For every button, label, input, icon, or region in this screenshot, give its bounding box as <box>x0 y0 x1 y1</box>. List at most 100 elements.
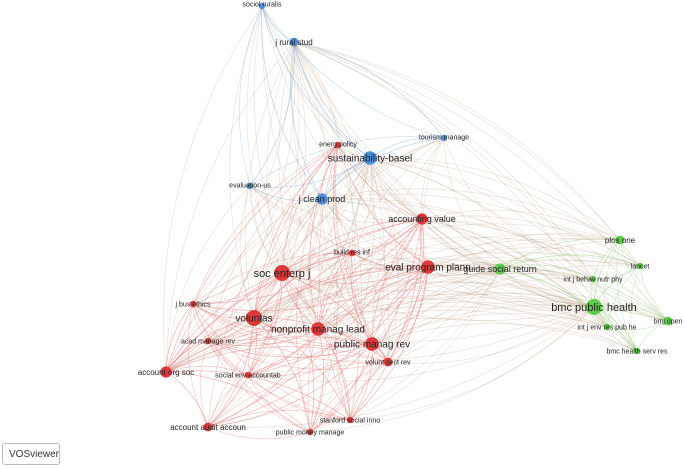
node-label-accountauditaccoun[interactable]: account audit accoun <box>170 423 246 432</box>
network-edge <box>253 297 638 352</box>
network-edge <box>443 137 501 270</box>
network-edge <box>499 254 641 270</box>
node-plosone[interactable] <box>615 235 625 245</box>
network-edge <box>592 278 669 322</box>
node-label-lancet[interactable]: lancet <box>631 263 650 270</box>
network-edge <box>192 303 209 342</box>
node-evalprogramplann[interactable] <box>421 260 435 274</box>
node-voluntas[interactable] <box>246 310 262 326</box>
node-accountorgsoc[interactable] <box>160 366 172 378</box>
node-intjbehavnutrphy[interactable] <box>589 275 597 283</box>
network-edge <box>321 198 353 254</box>
network-edge <box>349 218 423 421</box>
network-edge <box>207 340 249 376</box>
node-label-socenterpj[interactable]: soc enterp j <box>254 268 311 280</box>
node-accountauditaccoun[interactable] <box>203 422 213 432</box>
node-jruralstud[interactable] <box>289 37 299 47</box>
vosviewer-logo-text: VOSviewer <box>9 448 60 460</box>
node-acadmanagerev[interactable] <box>204 337 212 345</box>
node-publicmoneymanage[interactable] <box>306 428 314 436</box>
node-label-sustainabilitybasel[interactable]: sustainability-basel <box>328 154 413 165</box>
node-evaluationus[interactable] <box>246 182 254 190</box>
node-stanfordsocialinno[interactable] <box>346 416 354 424</box>
network-edge <box>293 41 429 268</box>
node-voluntsectrev[interactable] <box>383 357 393 367</box>
network-edge <box>253 252 353 319</box>
network-edge <box>349 306 595 421</box>
network-edge <box>207 144 339 342</box>
network-edge <box>293 41 621 241</box>
node-tourismmanage[interactable] <box>440 134 448 142</box>
node-publicmanagrev[interactable] <box>365 337 379 351</box>
node-jbusethics[interactable] <box>189 300 197 308</box>
network-edge <box>387 218 424 363</box>
node-label-tourismmanage[interactable]: tourism manage <box>419 134 469 141</box>
network-edge <box>192 303 389 363</box>
node-label-intjbehavnutrphy[interactable]: int j behav nutr phy <box>563 276 623 283</box>
node-label-jcleanprod[interactable]: j clean prod <box>298 194 346 204</box>
network-edge <box>317 309 638 352</box>
network-edge <box>165 303 194 373</box>
node-label-evalprogramplann[interactable]: eval program plann <box>385 263 471 274</box>
node-buildresinf[interactable] <box>348 249 356 257</box>
network-edge <box>249 185 283 274</box>
node-sustainabilitybasel[interactable] <box>363 151 377 165</box>
node-label-socialenvaccountab[interactable]: social env accountab <box>215 372 280 379</box>
node-bmchealthservres[interactable] <box>633 347 641 355</box>
network-edge <box>165 328 319 373</box>
network-edge <box>253 264 594 319</box>
network-edge <box>247 266 429 376</box>
network-edge <box>369 137 445 159</box>
node-label-evaluationus[interactable]: evaluation-us <box>229 182 271 189</box>
node-label-intjenvresspubhe[interactable]: int j env res pub he <box>577 324 636 331</box>
network-edge <box>207 41 300 428</box>
node-label-jruralstud[interactable]: j rural stud <box>274 38 312 47</box>
network-edge <box>165 268 501 373</box>
node-label-guidesocialreturn[interactable]: guide social return <box>463 264 537 274</box>
node-intjenvresspubhe[interactable] <box>603 323 611 331</box>
node-bmjopen[interactable] <box>663 316 673 326</box>
node-label-accountorgsoc[interactable]: account org soc <box>138 368 194 377</box>
vosviewer-logo-badge[interactable]: VOSviewer <box>2 443 60 465</box>
node-label-voluntsectrev[interactable]: volunt sect rev <box>365 359 411 366</box>
network-edge <box>192 303 311 433</box>
node-lancet[interactable] <box>636 262 644 270</box>
network-edge <box>321 198 501 270</box>
node-jcleanprod[interactable] <box>316 193 328 205</box>
node-socialenvaccountab[interactable] <box>244 371 252 379</box>
node-label-nonprofitmanaglead[interactable]: nonprofit manag lead <box>271 325 365 336</box>
network-edge <box>499 268 595 308</box>
node-label-accountingvalue[interactable]: accounting value <box>388 214 456 224</box>
node-label-stanfordsocialinno[interactable]: stanford social inno <box>320 417 380 424</box>
node-label-bmcpublichealth[interactable]: bmc public health <box>551 302 637 314</box>
node-nonprofitmanaglead[interactable] <box>311 322 325 336</box>
node-label-bmjopen[interactable]: bmj open <box>654 318 683 325</box>
node-label-acadmanagerev[interactable]: acad manage rev <box>181 338 236 345</box>
node-label-bmchealthservres[interactable]: bmc health serv res <box>606 348 668 355</box>
node-label-publicmanagrev[interactable]: public manag rev <box>334 340 410 351</box>
node-label-voluntas[interactable]: voluntas <box>235 314 272 325</box>
network-edge <box>247 374 351 421</box>
node-label-plosone[interactable]: plos one <box>605 236 636 245</box>
node-bmcpublichealth[interactable] <box>586 299 602 315</box>
network-edge <box>192 41 295 305</box>
node-label-buildresinf[interactable]: build res inf <box>334 249 370 256</box>
node-guidesocialreturn[interactable] <box>494 263 506 275</box>
network-edge <box>427 247 641 268</box>
node-sociolruralis[interactable] <box>258 2 266 10</box>
network-edge <box>207 268 501 428</box>
node-energypolicy[interactable] <box>334 141 342 149</box>
network-edge <box>371 218 423 345</box>
node-accountingvalue[interactable] <box>416 213 428 225</box>
network-edge <box>369 157 621 241</box>
node-label-jbusethics[interactable]: j bus ethics <box>174 301 211 308</box>
node-label-sociolruralis[interactable]: sociol ruralis <box>243 1 282 8</box>
network-edge <box>281 272 595 321</box>
network-edge <box>281 257 669 322</box>
network-edge <box>369 157 595 308</box>
node-socenterpj[interactable] <box>274 265 290 281</box>
node-label-publicmoneymanage[interactable]: public money manage <box>276 429 345 436</box>
network-edge <box>192 157 371 305</box>
node-label-energypolicy[interactable]: energ policy <box>319 141 357 148</box>
